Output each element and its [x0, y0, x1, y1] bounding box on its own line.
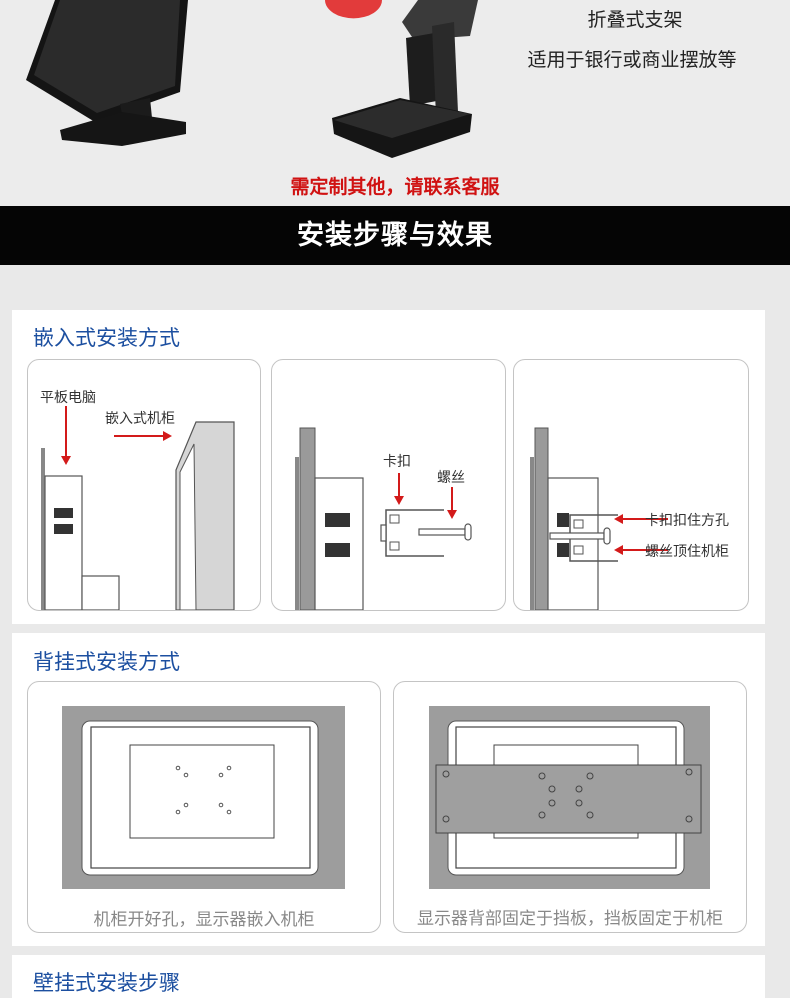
rear-step-1-panel: 机柜开好孔，显示器嵌入机柜 — [27, 681, 381, 933]
embedded-step-1-panel: 平板电脑 嵌入式机柜 — [27, 359, 261, 611]
rear-install-section: 背挂式安装方式 机柜开好孔，显示器嵌入机柜 — [12, 633, 765, 946]
wall-install-section: 壁挂式安装步骤 — [12, 955, 765, 998]
rear-step-2-caption: 显示器背部固定于挡板，挡板固定于机柜 — [417, 909, 723, 929]
screw-label: 螺丝 — [437, 470, 465, 486]
embedded-step-3-panel: 卡扣扣住方孔 螺丝顶住机柜 — [513, 359, 749, 611]
embedded-step-3-diagram — [530, 427, 668, 610]
rear-step-2-panel: 显示器背部固定于挡板，挡板固定于机柜 — [393, 681, 747, 933]
screw-push-label: 螺丝顶住机柜 — [645, 544, 729, 560]
embedded-step-2-diagram — [295, 427, 472, 610]
stand-feature-line-1: 折叠式支架 — [587, 9, 683, 31]
product-strip: 折叠式支架 适用于银行或商业摆放等 需定制其他，请联系客服 — [0, 0, 790, 205]
monitor-stand-illustrations — [26, 0, 478, 158]
rear-install-title: 背挂式安装方式 — [33, 650, 180, 674]
wall-install-title: 壁挂式安装步骤 — [33, 971, 180, 995]
rear-step-1-diagram — [62, 706, 345, 889]
customization-notice: 需定制其他，请联系客服 — [290, 176, 500, 198]
embedded-step-1-diagram — [41, 406, 235, 610]
rear-step-1-caption: 机柜开好孔，显示器嵌入机柜 — [93, 910, 315, 930]
clip-label: 卡扣 — [383, 454, 411, 470]
embedded-install-section: 嵌入式安装方式 平板电脑 嵌入式机柜 — [12, 310, 765, 624]
embedded-step-2-panel: 卡扣 螺丝 — [271, 359, 506, 611]
embedded-install-title: 嵌入式安装方式 — [33, 326, 180, 350]
cabinet-label: 嵌入式机柜 — [105, 411, 175, 427]
stand-feature-line-2: 适用于银行或商业摆放等 — [527, 49, 737, 71]
tablet-label: 平板电脑 — [40, 390, 96, 406]
clip-hole-label: 卡扣扣住方孔 — [645, 513, 729, 529]
section-banner: 安装步骤与效果 — [0, 206, 790, 265]
rear-step-2-diagram — [429, 706, 710, 889]
